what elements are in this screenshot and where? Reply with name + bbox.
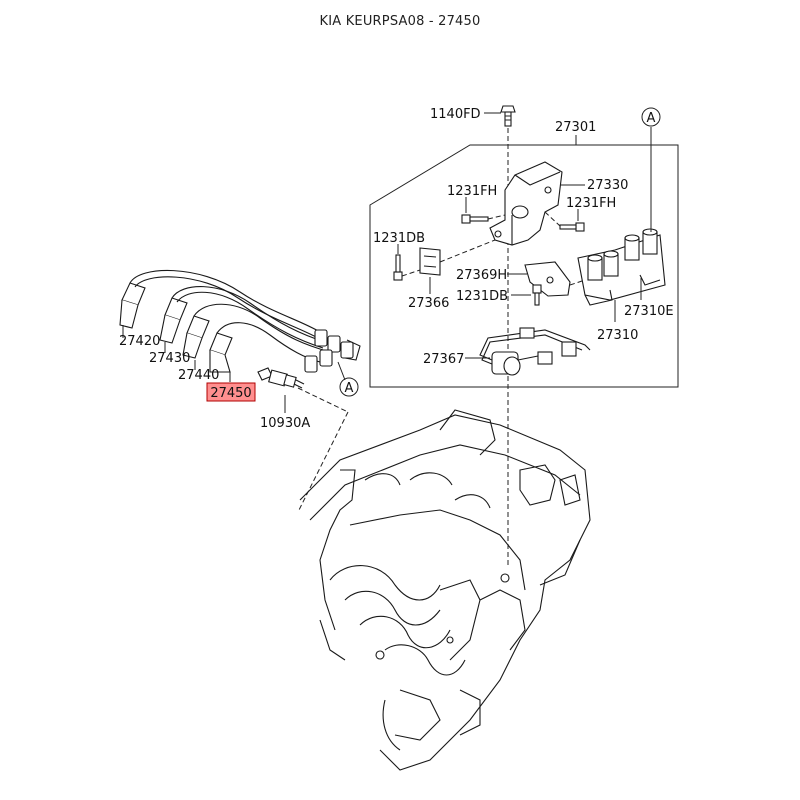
highlighted-part-27450[interactable]: 27450	[206, 382, 256, 402]
callout-1231db-bottom: 1231DB	[456, 289, 508, 304]
callout-1231fh-left: 1231FH	[447, 184, 497, 199]
callout-27440: 27440	[178, 368, 219, 383]
bracket-27330	[489, 161, 563, 246]
callout-27450: 27450	[210, 386, 251, 401]
callout-a-bottom: A	[345, 381, 354, 396]
callout-27367: 27367	[423, 352, 464, 367]
callout-27430: 27430	[149, 351, 190, 366]
coil-assembly-box	[369, 144, 679, 388]
reference-a-marker-bottom	[339, 377, 359, 397]
callout-27420: 27420	[119, 334, 160, 349]
bracket-27369h	[524, 261, 571, 297]
screw-1231fh-left	[461, 214, 489, 224]
reference-a-marker-top	[641, 107, 661, 127]
bolt-1140fd	[500, 105, 516, 127]
spark-plug-10930a	[257, 367, 305, 389]
callout-27366: 27366	[408, 296, 449, 311]
callout-a-top: A	[647, 111, 656, 126]
callout-27301: 27301	[555, 120, 596, 135]
callout-1140fd: 1140FD	[430, 107, 481, 122]
callout-27310: 27310	[597, 328, 638, 343]
ignition-wire-set	[119, 269, 361, 373]
screw-1231db-bottom	[532, 284, 542, 306]
ignition-coil-27310	[577, 228, 666, 306]
callout-1231fh-right: 1231FH	[566, 196, 616, 211]
screw-1231db-top	[393, 254, 403, 281]
clip-27366	[419, 247, 441, 276]
screw-1231fh-right	[559, 222, 585, 232]
callout-27310e: 27310E	[624, 304, 674, 319]
callout-1231db-top: 1231DB	[373, 231, 425, 246]
engine-block	[299, 409, 591, 771]
callout-27330: 27330	[587, 178, 628, 193]
page-title: KIA KEURPSA08 - 27450	[319, 14, 481, 29]
callout-10930a: 10930A	[260, 416, 310, 431]
highlight-box	[206, 382, 256, 402]
sensor-harness-27367	[479, 327, 591, 376]
callout-27369h: 27369H	[456, 268, 507, 283]
